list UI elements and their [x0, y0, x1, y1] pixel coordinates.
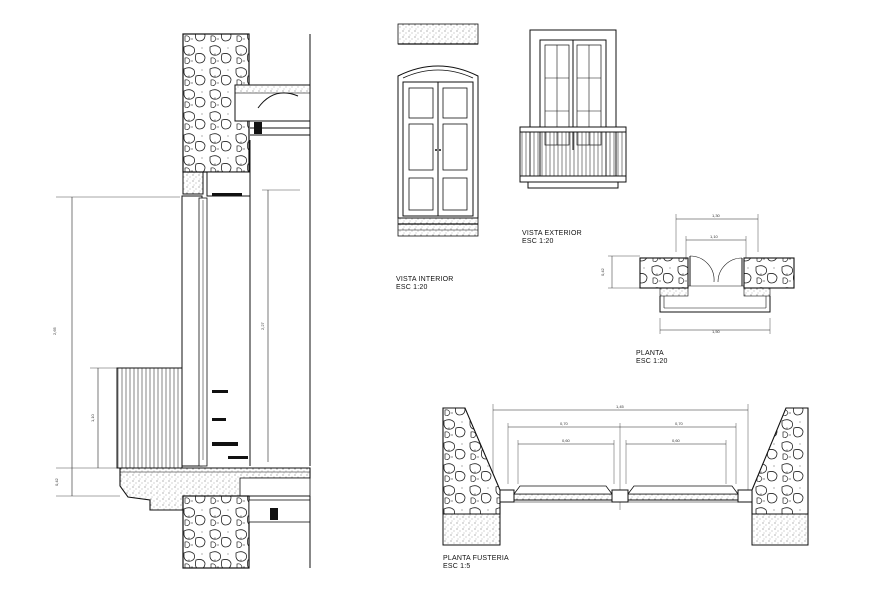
svg-text:1,50: 1,50: [712, 329, 721, 334]
exterior-view-label: VISTA EXTERIOR ESC 1:20: [522, 230, 582, 246]
svg-text:1,45: 1,45: [616, 404, 625, 409]
svg-text:0,70: 0,70: [675, 421, 684, 426]
interior-view-label: VISTA INTERIOR ESC 1:20: [396, 276, 454, 292]
svg-text:1,30: 1,30: [712, 213, 721, 218]
interior-view-scale: ESC 1:20: [396, 284, 428, 291]
plan-view-scale: ESC 1:20: [636, 358, 668, 365]
carpentry-plan-scale: ESC 1:5: [443, 563, 471, 570]
exterior-view-scale: ESC 1:20: [522, 238, 554, 245]
svg-text:2,65: 2,65: [52, 326, 57, 335]
plan-view-label: PLANTA ESC 1:20: [636, 350, 668, 366]
svg-text:0,60: 0,60: [562, 438, 571, 443]
interior-view: [397, 23, 479, 237]
svg-text:0,42: 0,42: [600, 267, 605, 276]
interior-view-title: VISTA INTERIOR: [396, 276, 454, 283]
exterior-view: [519, 29, 627, 189]
carpentry-plan-view: 1,45 0,70 0,70 0,60 0,60: [442, 404, 809, 546]
plan-view: 1,30 1,10 1,50 0,42: [600, 213, 795, 334]
plan-view-title: PLANTA: [636, 350, 664, 357]
svg-text:2,27: 2,27: [260, 321, 265, 330]
svg-text:0,60: 0,60: [672, 438, 681, 443]
svg-text:1,10: 1,10: [90, 413, 95, 422]
svg-text:0,70: 0,70: [560, 421, 569, 426]
svg-text:1,10: 1,10: [710, 234, 719, 239]
exterior-view-title: VISTA EXTERIOR: [522, 230, 582, 237]
carpentry-plan-label: PLANTA FUSTERIA ESC 1:5: [443, 555, 509, 571]
section-view: 2,65 1,10 0,42 2,27: [52, 33, 311, 569]
carpentry-plan-title: PLANTA FUSTERIA: [443, 555, 509, 562]
svg-text:0,42: 0,42: [54, 477, 59, 486]
